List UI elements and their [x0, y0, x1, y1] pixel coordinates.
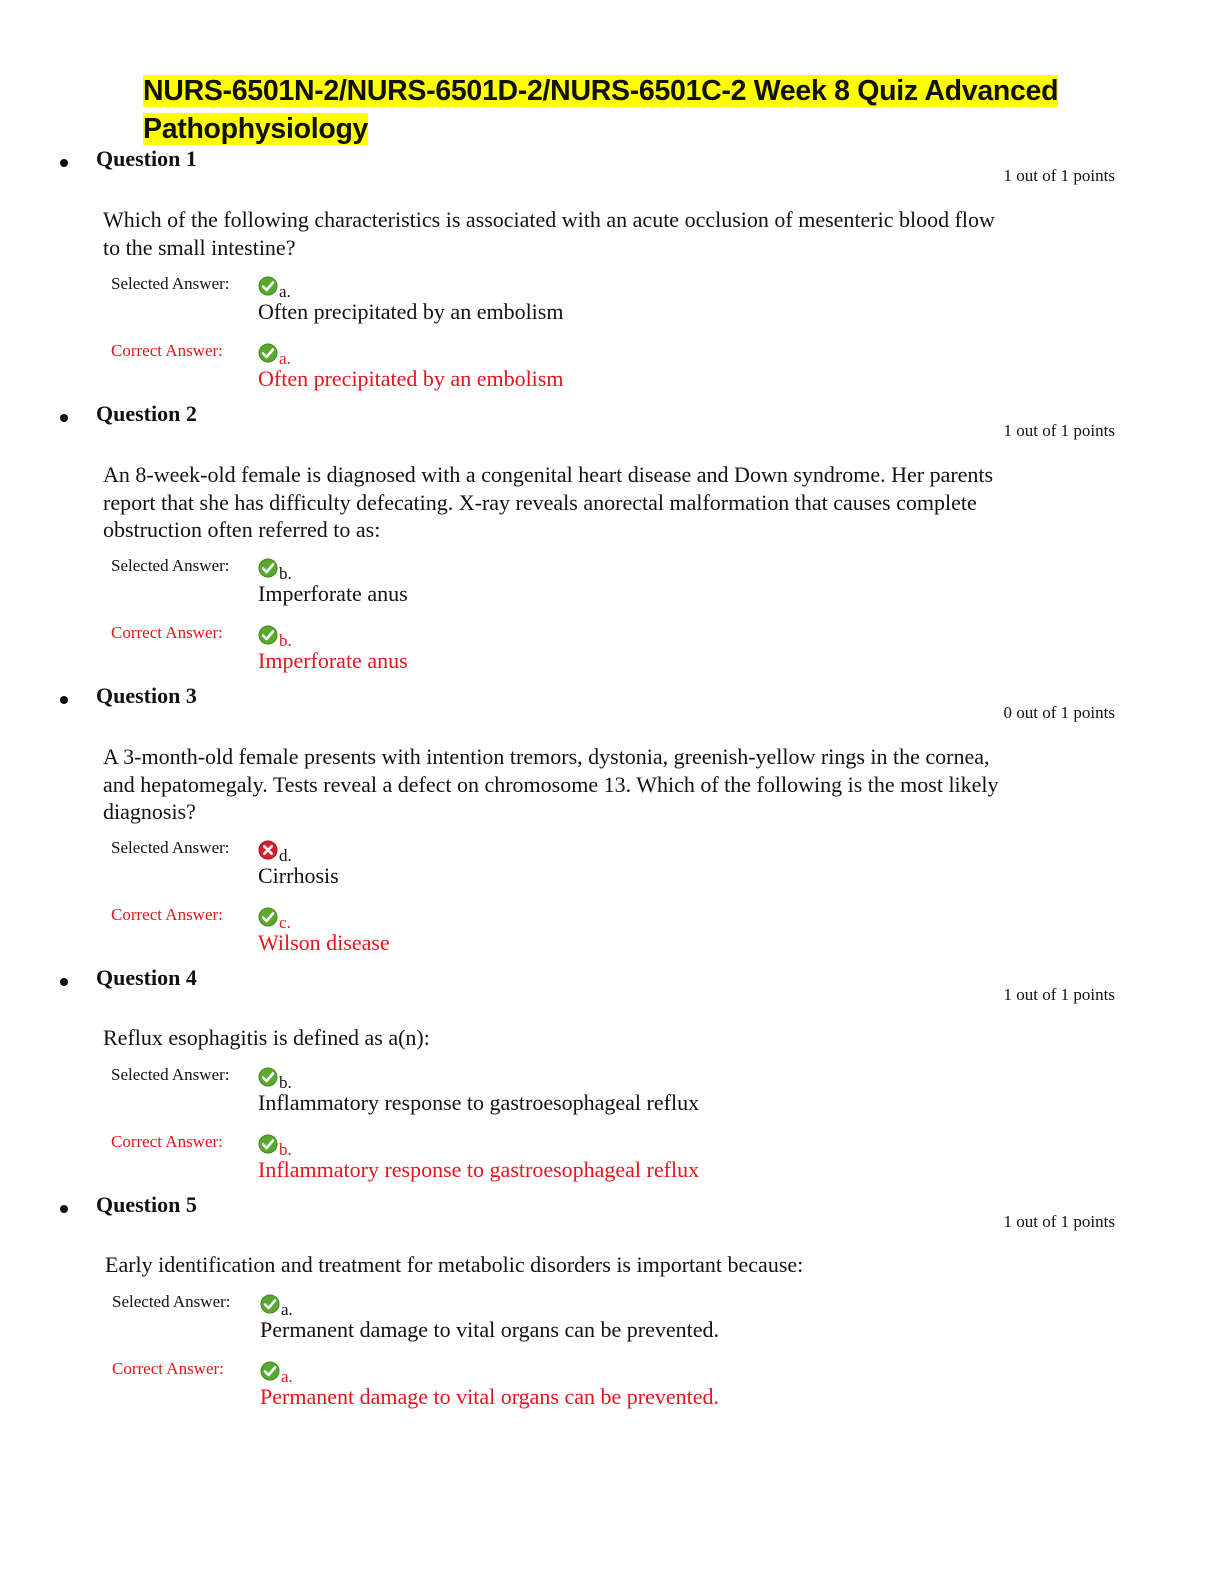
correct-answer-letter: b. [279, 631, 292, 650]
selected-answer-letter: a. [281, 1300, 293, 1319]
check-icon [258, 558, 278, 578]
check-icon [260, 1361, 280, 1381]
question-text: Which of the following characteristics i… [103, 207, 995, 260]
selected-answer-text: Imperforate anus [258, 581, 408, 606]
check-icon [258, 625, 278, 645]
question-header: Question 3 0 out of 1 points [0, 683, 1224, 722]
selected-answer-label: Selected Answer: [111, 1065, 230, 1084]
question-label: Question 2 [96, 401, 197, 426]
correct-answer-letter: a. [279, 349, 291, 368]
page-title: NURS-6501N-2/NURS-6501D-2/NURS-6501C-2 W… [143, 72, 1083, 148]
selected-answer-label: Selected Answer: [111, 556, 230, 575]
bullet-icon [60, 696, 68, 704]
question-block: Question 3 0 out of 1 points A 3-month-o… [0, 683, 1224, 955]
correct-answer-letter: c. [279, 913, 291, 932]
cross-icon [258, 840, 278, 860]
correct-answer-marker: a. [258, 341, 291, 367]
correct-answer-label: Correct Answer: [111, 1132, 223, 1151]
question-points: 0 out of 1 points [1003, 703, 1115, 722]
check-icon [258, 907, 278, 927]
selected-answer-letter: a. [279, 282, 291, 301]
question-label: Question 1 [96, 146, 197, 171]
selected-answer-label: Selected Answer: [111, 838, 230, 857]
question-header: Question 1 1 out of 1 points [0, 146, 1224, 185]
selected-answer-text: Permanent damage to vital organs can be … [260, 1317, 719, 1342]
check-icon [258, 1134, 278, 1154]
question-label: Question 3 [96, 683, 197, 708]
question-block: Question 4 1 out of 1 points Reflux esop… [0, 965, 1224, 1182]
correct-answer-marker: c. [258, 905, 291, 931]
bullet-icon [60, 159, 68, 167]
correct-answer-text: Imperforate anus [258, 648, 408, 673]
question-text: Early identification and treatment for m… [105, 1252, 804, 1277]
question-block: Question 1 1 out of 1 points Which of th… [0, 146, 1224, 391]
selected-answer-marker: a. [258, 274, 291, 300]
selected-answer-marker: a. [260, 1292, 293, 1318]
question-text: A 3-month-old female presents with inten… [103, 744, 999, 824]
selected-answer-marker: b. [258, 1065, 292, 1091]
selected-answer-text: Often precipitated by an embolism [258, 299, 564, 324]
selected-answer-label: Selected Answer: [112, 1292, 231, 1311]
selected-answer-text: Cirrhosis [258, 863, 339, 888]
selected-answer-letter: b. [279, 1073, 292, 1092]
title-highlight: NURS-6501N-2/NURS-6501D-2/NURS-6501C-2 W… [143, 75, 1059, 145]
selected-answer-marker: d. [258, 838, 292, 864]
check-icon [260, 1294, 280, 1314]
question-block: Question 5 1 out of 1 points Early ident… [0, 1192, 1224, 1409]
correct-answer-label: Correct Answer: [111, 905, 223, 924]
correct-answer-text: Wilson disease [258, 930, 390, 955]
correct-answer-marker: b. [258, 623, 292, 649]
question-header: Question 5 1 out of 1 points [0, 1192, 1224, 1231]
question-block: Question 2 1 out of 1 points An 8-week-o… [0, 401, 1224, 673]
correct-answer-label: Correct Answer: [111, 623, 223, 642]
check-icon [258, 276, 278, 296]
question-label: Question 4 [96, 965, 197, 990]
bullet-icon [60, 978, 68, 986]
bullet-icon [60, 1205, 68, 1213]
check-icon [258, 343, 278, 363]
selected-answer-letter: d. [279, 846, 292, 865]
correct-answer-letter: a. [281, 1367, 293, 1386]
correct-answer-label: Correct Answer: [111, 341, 223, 360]
bullet-icon [60, 414, 68, 422]
selected-answer-label: Selected Answer: [111, 274, 230, 293]
question-header: Question 4 1 out of 1 points [0, 965, 1224, 1004]
question-points: 1 out of 1 points [1003, 166, 1115, 185]
selected-answer-marker: b. [258, 556, 292, 582]
question-points: 1 out of 1 points [1003, 985, 1115, 1004]
selected-answer-letter: b. [279, 564, 292, 583]
correct-answer-marker: a. [260, 1359, 293, 1385]
check-icon [258, 1067, 278, 1087]
question-text: Reflux esophagitis is defined as a(n): [103, 1025, 430, 1050]
correct-answer-letter: b. [279, 1140, 292, 1159]
correct-answer-label: Correct Answer: [112, 1359, 224, 1378]
correct-answer-text: Often precipitated by an embolism [258, 366, 564, 391]
question-text: An 8-week-old female is diagnosed with a… [103, 462, 994, 542]
selected-answer-text: Inflammatory response to gastroesophagea… [258, 1090, 700, 1115]
correct-answer-text: Permanent damage to vital organs can be … [260, 1384, 719, 1409]
correct-answer-text: Inflammatory response to gastroesophagea… [258, 1157, 700, 1182]
question-header: Question 2 1 out of 1 points [0, 401, 1224, 440]
correct-answer-marker: b. [258, 1132, 292, 1158]
question-points: 1 out of 1 points [1003, 421, 1115, 440]
question-label: Question 5 [96, 1192, 197, 1217]
question-points: 1 out of 1 points [1003, 1212, 1115, 1231]
